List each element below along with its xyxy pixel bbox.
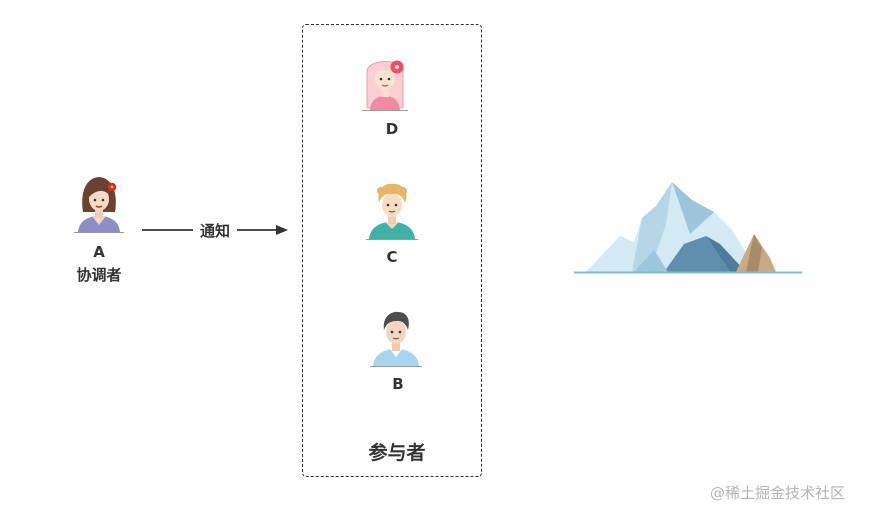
participant-b-avatar-icon bbox=[370, 311, 422, 367]
iceberg-icon bbox=[574, 182, 802, 274]
watermark: @稀土掘金技术社区 bbox=[710, 484, 846, 502]
participant-c-letter: C bbox=[386, 248, 398, 266]
coordinator-role: 协调者 bbox=[76, 266, 122, 284]
participant-d-avatar-icon bbox=[362, 60, 408, 111]
participant-d-letter: D bbox=[385, 120, 399, 138]
participant-c-avatar-icon bbox=[366, 183, 418, 240]
participants-group bbox=[302, 24, 482, 477]
coordinator-letter: A bbox=[93, 243, 105, 261]
notify-label: 通知 bbox=[193, 220, 237, 242]
participant-b-letter: B bbox=[392, 375, 404, 393]
participants-group-label: 参与者 bbox=[368, 442, 426, 464]
coordinator-avatar-icon bbox=[74, 177, 124, 233]
